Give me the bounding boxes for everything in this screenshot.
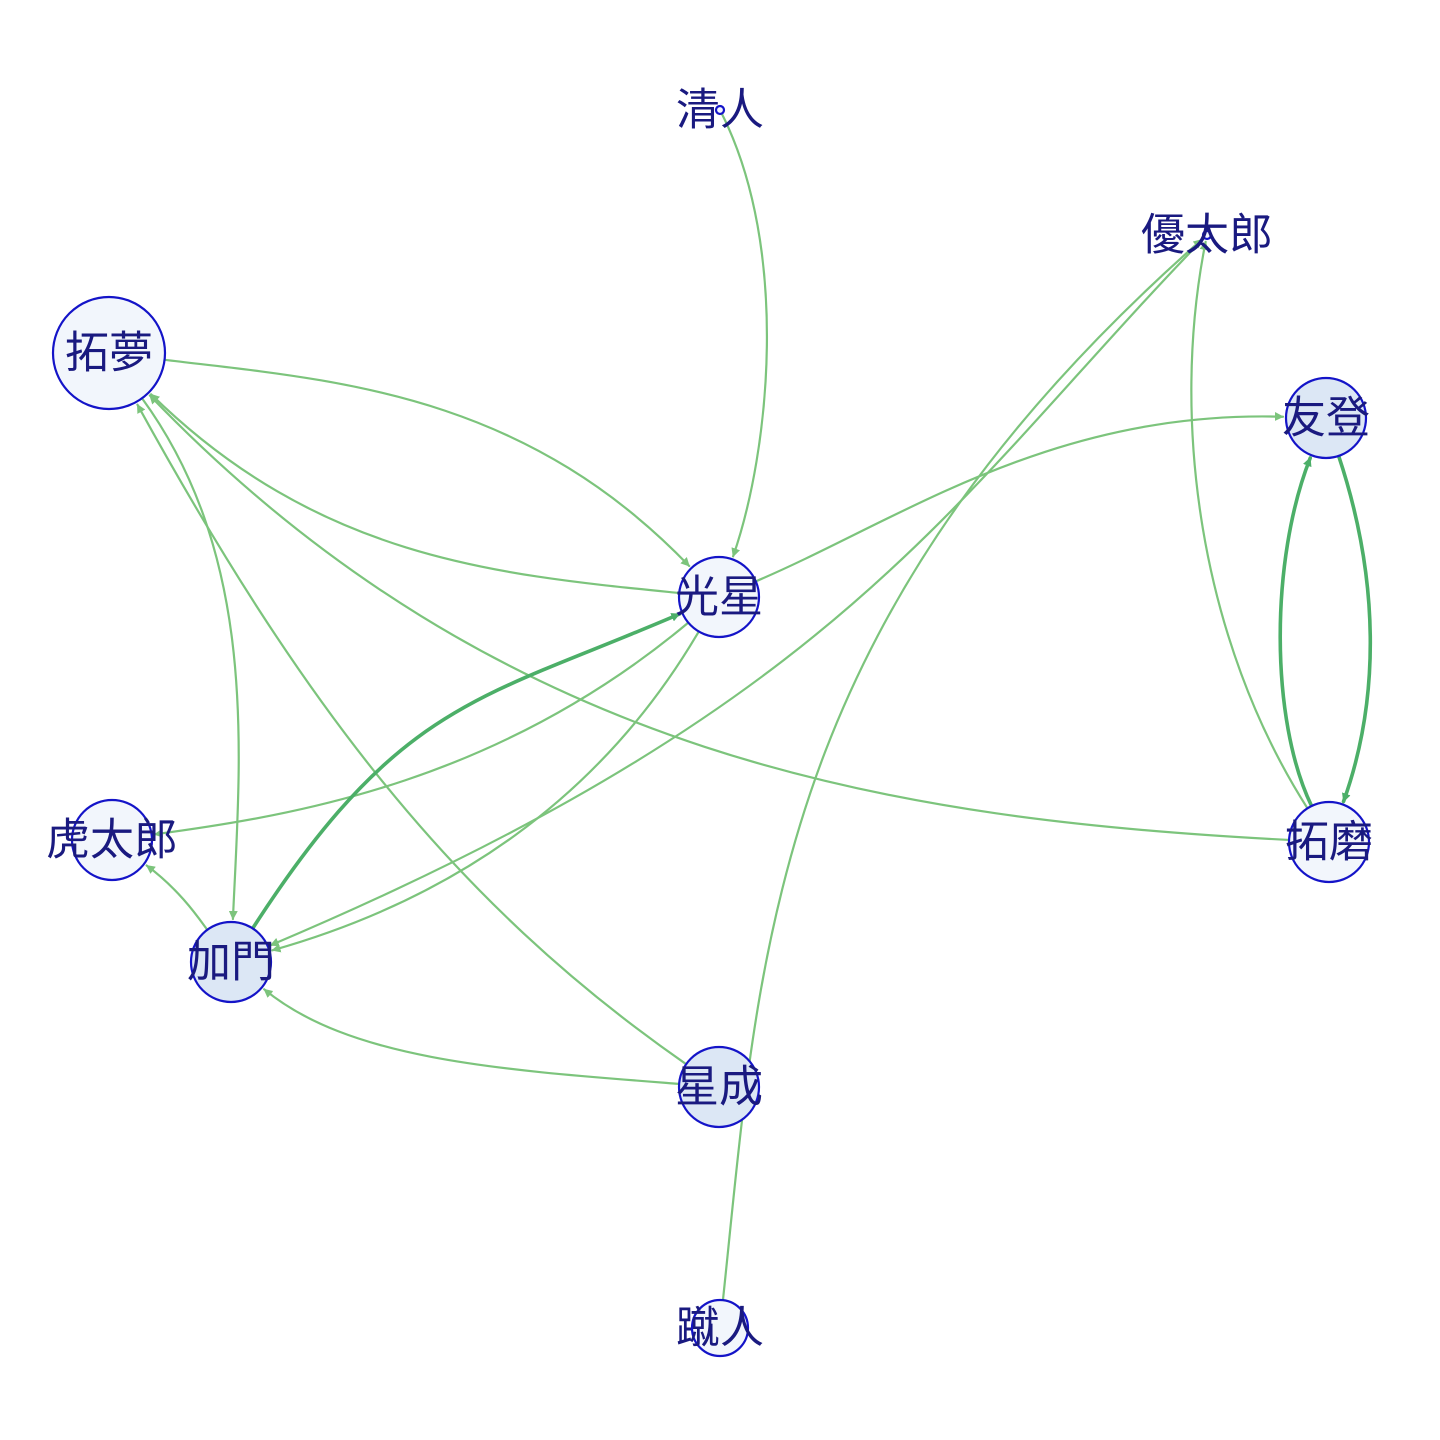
node-label: 加門 bbox=[187, 937, 275, 988]
node-takuma[interactable]: 拓磨 bbox=[1285, 800, 1373, 884]
edge-kosei-yuto bbox=[754, 412, 1285, 583]
node-circle[interactable] bbox=[70, 798, 154, 882]
node-takumu[interactable]: 拓夢 bbox=[51, 295, 167, 411]
edge-yuto-takuma bbox=[1336, 454, 1373, 804]
edge-seina-kamon bbox=[263, 988, 681, 1085]
edge-kosei-kamon bbox=[271, 630, 700, 953]
node-label: 拓磨 bbox=[1285, 817, 1373, 868]
node-seina[interactable]: 星成 bbox=[675, 1045, 763, 1129]
node-circle[interactable] bbox=[1284, 376, 1368, 460]
edge-takumu-kamon bbox=[140, 397, 240, 921]
node-label: 優太郎 bbox=[1141, 210, 1273, 261]
node-circle[interactable] bbox=[1201, 229, 1213, 241]
node-circle[interactable] bbox=[677, 555, 761, 639]
edge-kosei-kotaro bbox=[153, 621, 690, 838]
edge-takuma-yuto bbox=[1278, 456, 1314, 808]
node-label: 拓夢 bbox=[65, 328, 153, 379]
node-label: 虎太郎 bbox=[46, 815, 178, 866]
node-label: 光星 bbox=[675, 572, 763, 623]
node-label: 蹴人 bbox=[676, 1303, 764, 1354]
edge-takuma-takumu bbox=[148, 394, 1291, 842]
node-circle[interactable] bbox=[51, 295, 167, 411]
node-label: 星成 bbox=[675, 1062, 763, 1113]
node-shuto[interactable]: 蹴人 bbox=[676, 1298, 764, 1358]
edge-shuto-yutaro bbox=[721, 238, 1203, 1302]
edge-kamon-kosei bbox=[250, 612, 682, 931]
edge-yutaro-kamon bbox=[269, 236, 1206, 947]
node-seijin[interactable]: 清人 bbox=[676, 85, 764, 136]
node-circle[interactable] bbox=[1287, 800, 1371, 884]
node-label: 清人 bbox=[676, 85, 764, 136]
edge-takuma-yutaro bbox=[1190, 240, 1309, 810]
node-circle[interactable] bbox=[677, 1045, 761, 1129]
edge-kosei-takumu bbox=[150, 393, 681, 595]
node-kosei[interactable]: 光星 bbox=[675, 555, 763, 639]
node-circle[interactable] bbox=[714, 104, 726, 116]
node-circle[interactable] bbox=[189, 920, 273, 1004]
edges-layer bbox=[136, 112, 1373, 1302]
node-yuto[interactable]: 友登 bbox=[1282, 376, 1370, 460]
node-yutaro[interactable]: 優太郎 bbox=[1141, 210, 1273, 261]
node-kotaro[interactable]: 虎太郎 bbox=[46, 798, 178, 882]
node-kamon[interactable]: 加門 bbox=[187, 920, 275, 1004]
edge-seina-takumu bbox=[136, 403, 688, 1066]
node-label: 友登 bbox=[1282, 393, 1370, 444]
edge-kamon-kotaro bbox=[145, 864, 209, 931]
edge-seijin-kosei bbox=[720, 112, 768, 558]
edge-takumu-kosei bbox=[163, 358, 691, 568]
node-circle[interactable] bbox=[690, 1298, 750, 1358]
